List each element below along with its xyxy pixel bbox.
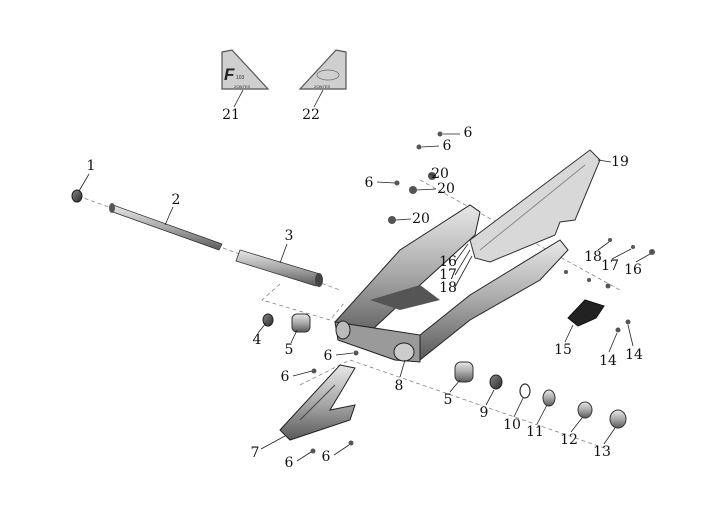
bracket-part-15 [567,299,605,327]
callout-20: 20 [412,211,430,227]
bushing-part-5 [291,313,311,333]
callout-14: 14 [625,347,643,363]
leader-lines [78,89,651,462]
bushing-part-5b [454,361,474,383]
callout-6: 6 [280,369,290,385]
callout-16: 16 [439,254,457,270]
bolts [310,131,655,454]
callout-20: 20 [431,166,449,182]
cap-part-13 [609,409,627,429]
bushing-part-12 [577,401,593,419]
callout-6: 6 [364,175,374,191]
callout-22: 22 [302,107,320,123]
callout-3: 3 [284,228,294,244]
svg-text:ZONTES: ZONTES [314,84,331,89]
svg-text:F: F [224,65,235,84]
nut-part-1 [71,189,83,203]
decal-22: ZONTES [298,49,347,90]
callout-16: 16 [624,262,642,278]
callout-1: 1 [86,158,96,174]
callout-17: 17 [601,258,619,274]
callout-15: 15 [554,342,572,358]
callout-8: 8 [394,378,404,394]
callout-10: 10 [503,417,521,433]
chain-slider-part-7 [279,364,356,441]
bearing-part-4 [262,313,274,327]
bearing-part-9 [489,374,503,390]
callout-13: 13 [593,444,611,460]
svg-text:ZONTES: ZONTES [234,84,251,89]
callout-2: 2 [171,192,181,208]
callout-20: 20 [437,181,455,197]
callout-17: 17 [439,267,457,283]
callout-4: 4 [252,332,262,348]
swingarm-part-8 [334,204,569,363]
callout-6: 6 [323,348,333,364]
seal-ring-part-10 [519,383,531,399]
callout-18: 18 [584,249,602,265]
spacer-part-11 [542,389,556,407]
callout-6: 6 [463,125,473,141]
callout-5: 5 [284,342,294,358]
callout-19: 19 [611,154,629,170]
callout-18: 18 [439,280,457,296]
pivot-axle-part-2 [109,203,223,251]
decal-21: F 103 ZONTES [221,49,270,90]
callout-9: 9 [479,405,489,421]
svg-text:103: 103 [236,75,245,81]
callout-21: 21 [222,107,240,123]
callout-6: 6 [321,449,331,465]
callout-7: 7 [250,445,260,461]
callout-12: 12 [560,432,578,448]
callout-6: 6 [284,455,294,471]
callout-11: 11 [526,424,544,440]
callout-5: 5 [443,392,453,408]
spacer-tube-part-3 [235,249,323,287]
chain-guard-part-19 [469,149,601,263]
callout-6: 6 [442,138,452,154]
callout-14: 14 [599,353,617,369]
